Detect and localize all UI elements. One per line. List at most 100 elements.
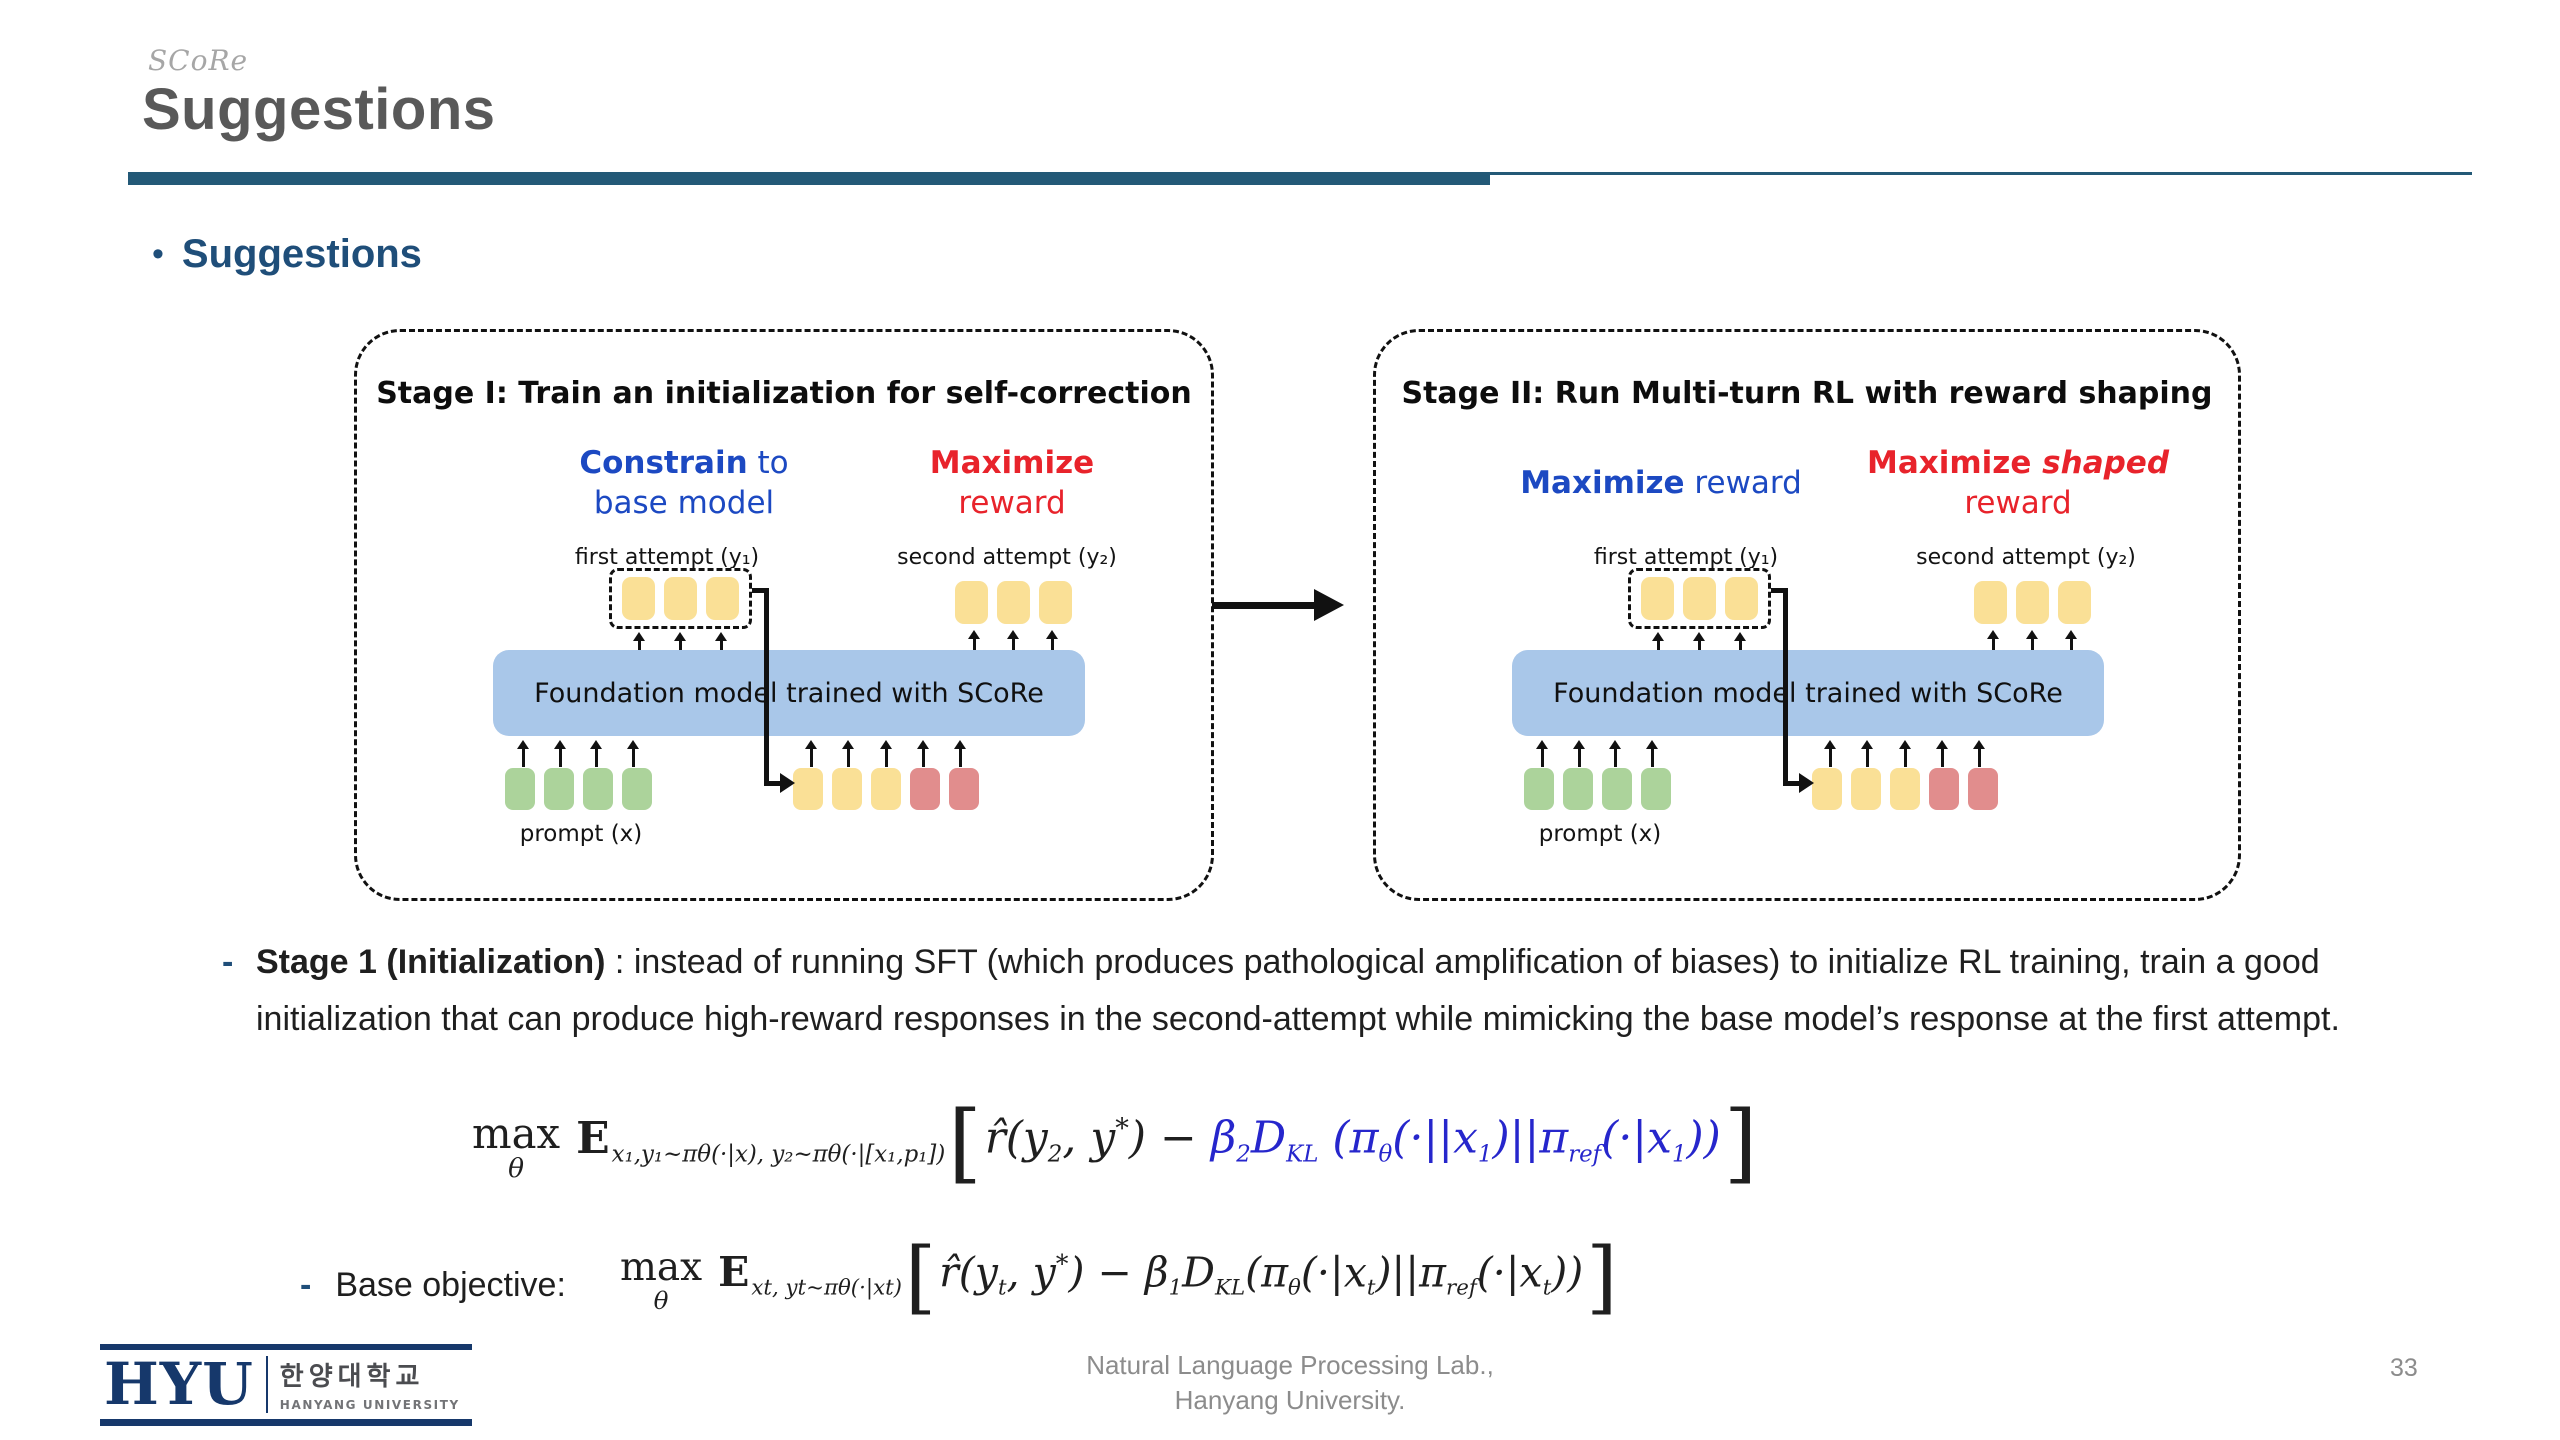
input-arrows-second-turn (1812, 740, 1998, 767)
up-arrow-icon (805, 740, 818, 767)
input-arrows-prompt (505, 740, 652, 767)
up-arrow-icon (1609, 740, 1622, 767)
up-arrow-icon (1987, 630, 1999, 655)
formula-segment: (π (1245, 1248, 1289, 1297)
token-red (910, 768, 940, 810)
label-rest: reward (1684, 465, 1802, 502)
stage1-prompt-tokens (505, 768, 652, 810)
up-arrow-icon (1734, 632, 1746, 657)
token-red (949, 768, 979, 810)
up-arrow-icon (633, 632, 645, 657)
token-yellow (2058, 581, 2091, 624)
up-arrow-icon (1693, 632, 1705, 657)
base-objective-row: - Base objective: (300, 1266, 566, 1305)
up-arrow-icon (842, 740, 855, 767)
formula-segment: x₁,y₁~πθ(·|x), y₂~πθ(·|[x₁,p₁]) (611, 1141, 946, 1168)
stage2-right-objective-label: Maximize shaped reward (1828, 434, 2208, 534)
up-arrow-icon (553, 740, 566, 767)
token-green (1641, 768, 1671, 810)
stage2-second-turn-input-tokens (1812, 768, 1998, 810)
formula-segment: θ (1378, 1141, 1393, 1168)
stage2-first-attempt-tokens (1628, 568, 1771, 629)
token-green (622, 768, 652, 810)
output-arrows-second (1974, 630, 2091, 655)
stage1-prompt-label: prompt (x) (519, 821, 643, 847)
token-red (1968, 768, 1998, 810)
stage1-title: Stage I: Train an initialization for sel… (376, 376, 1192, 411)
stage2-first-attempt-label: first attempt (y₁) (1593, 545, 1779, 570)
logo-text-block: 한양대학교 HANYANG UNIVERSITY (280, 1353, 460, 1416)
connector-arrow (1771, 588, 1788, 593)
token-yellow (1851, 768, 1881, 810)
label-rest: to (747, 445, 789, 482)
token-yellow (622, 577, 655, 620)
bullet-marker: • (152, 235, 164, 273)
formula-segment: )||π (1492, 1112, 1569, 1164)
formula-segment: (·|x (1300, 1248, 1367, 1297)
token-green (1602, 768, 1632, 810)
token-yellow (832, 768, 862, 810)
stage1-model-box: Foundation model trained with SCoRe (493, 650, 1085, 736)
formula-segment: 2 (1047, 1141, 1063, 1168)
token-yellow (997, 581, 1030, 624)
token-yellow (2016, 581, 2049, 624)
label-line1: Maximize (822, 444, 1202, 484)
connector-arrowhead (780, 773, 795, 793)
label-line2: reward (958, 485, 1066, 521)
label-line2: base model (593, 485, 775, 521)
stage-transition-arrow (1212, 589, 1352, 621)
connector-arrowhead (1799, 773, 1814, 793)
connector-arrow (752, 588, 769, 593)
output-arrows-second (955, 630, 1072, 655)
stage1-second-turn-input-tokens (793, 768, 979, 810)
output-arrows-first (1638, 632, 1761, 657)
formula-segment: [ (904, 1229, 937, 1323)
footer-line1: Natural Language Processing Lab., (1086, 1350, 1494, 1380)
up-arrow-icon (1824, 740, 1837, 767)
stage2-prompt-tokens (1524, 768, 1671, 810)
stage2-second-attempt-label: second attempt (y₂) (1916, 545, 2136, 570)
token-yellow (1039, 581, 1072, 624)
token-yellow (664, 577, 697, 620)
token-green (1563, 768, 1593, 810)
formula-segment: ref (1446, 1275, 1477, 1301)
formula-segment: (π (1318, 1112, 1379, 1164)
title-underline-bar (128, 172, 1490, 185)
input-arrows-second-turn (793, 740, 979, 767)
formula-segment: KL (1286, 1141, 1319, 1168)
token-green (1524, 768, 1554, 810)
stage2-second-attempt-tokens (1974, 581, 2091, 624)
up-arrow-icon (1046, 630, 1058, 655)
dash-bullet: - (222, 943, 234, 981)
token-green (544, 768, 574, 810)
token-yellow (1974, 581, 2007, 624)
formula-segment: t (1366, 1275, 1376, 1301)
token-yellow (871, 768, 901, 810)
up-arrow-icon (1007, 630, 1019, 655)
formula-segment: * (1055, 1248, 1069, 1279)
formula-segment: , y (1062, 1112, 1116, 1164)
up-arrow-icon (879, 740, 892, 767)
stage1-second-attempt-label: second attempt (y₂) (897, 545, 1117, 570)
up-arrow-icon (590, 740, 603, 767)
stage1-box: Stage I: Train an initialization for sel… (354, 329, 1214, 901)
stage1-description: -Stage 1 (Initialization) : instead of r… (222, 934, 2446, 1049)
stage1-first-attempt-tokens (609, 568, 752, 629)
label-italic: shaped (2031, 445, 2170, 482)
formula-segment: , y (1006, 1248, 1056, 1297)
formula-segment: β (1210, 1112, 1237, 1164)
formula-segment: )) (1686, 1112, 1721, 1164)
formula-segment: (·|x (1601, 1112, 1672, 1164)
description-text: : instead of running SFT (which produces… (256, 943, 2340, 1039)
token-yellow (1890, 768, 1920, 810)
formula-segment: ) − (1128, 1112, 1211, 1164)
formula-segment: KL (1215, 1275, 1246, 1301)
formula-segment: ref (1568, 1141, 1602, 1168)
title-underline-rule (1490, 172, 2472, 175)
formula-segment: 1 (1168, 1275, 1183, 1301)
formula-segment: D (1182, 1248, 1216, 1297)
token-red (1929, 768, 1959, 810)
connector-arrow (1783, 588, 1788, 786)
